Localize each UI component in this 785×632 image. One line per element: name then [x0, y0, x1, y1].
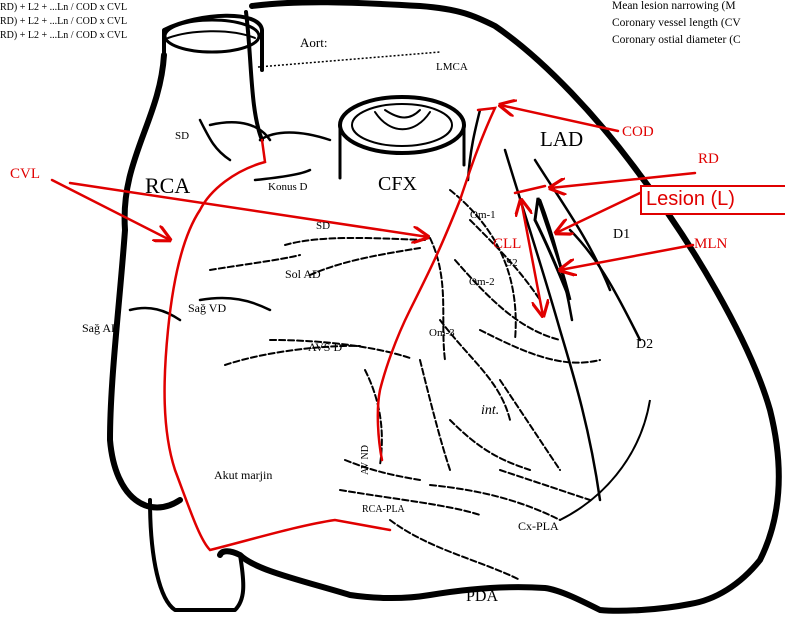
label-pda: PDA [466, 588, 498, 605]
label-s2: S2 [506, 257, 518, 269]
label-akut-marjin: Akut marjin [214, 468, 272, 482]
label-rca-pla: RCA-PLA [362, 504, 406, 515]
aorta-cross-section [340, 97, 464, 178]
label-sd-mid: SD [316, 220, 330, 232]
label-om2: Om-2 [469, 276, 495, 288]
label-int: int. [481, 403, 499, 418]
label-d2: D2 [636, 337, 653, 352]
label-lad: LAD [540, 127, 583, 151]
label-avs-d: AVS D [308, 340, 342, 354]
label-konus-d: Konus D [268, 181, 307, 193]
label-sag-ad: Sağ AD [82, 321, 120, 335]
label-aort: Aort: [300, 35, 327, 50]
label-rca: RCA [145, 173, 190, 198]
label-sag-vd: Sağ VD [188, 301, 226, 315]
label-cll: CLL [493, 236, 521, 252]
label-av-nd: AV ND [360, 445, 371, 475]
label-d1: D1 [613, 227, 630, 242]
label-sd-top: SD [175, 130, 189, 142]
label-cvl: CVL [10, 166, 40, 182]
label-cod: COD [622, 124, 654, 140]
rd-bracket [515, 186, 545, 193]
ventricle-boundary [560, 400, 650, 520]
label-sol-ad: Sol AD [285, 267, 321, 281]
mln-arrow [560, 245, 693, 270]
label-om3: Om-3 [429, 327, 455, 339]
label-lesion: Lesion (L) [640, 185, 785, 215]
label-cfx: CFX [378, 173, 417, 195]
aortic-dotted-line [258, 52, 440, 67]
label-om1: Om-1 [470, 209, 496, 221]
label-lmca: LMCA [436, 61, 468, 73]
lesion-outline [535, 198, 570, 300]
label-mln: MLN [694, 236, 728, 252]
label-cx-pla: Cx-PLA [518, 519, 559, 533]
label-rd: RD [698, 151, 719, 167]
